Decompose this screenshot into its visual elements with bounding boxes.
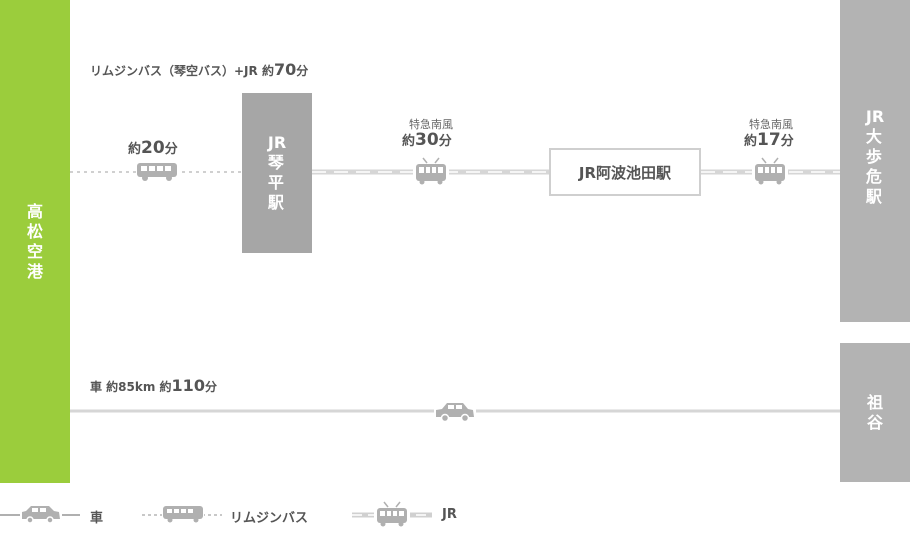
jr2-time-value: 17 — [757, 130, 781, 150]
bus-time-prefix: 約 — [128, 142, 142, 157]
dest-sub-column: 祖谷 — [840, 343, 910, 482]
route-car-title: 車 約85km 約110分 — [90, 376, 217, 395]
bus-time-unit: 分 — [164, 142, 178, 157]
dest-main-label-char: JR — [865, 107, 885, 126]
route-bus-jr-title-unit: 分 — [296, 64, 309, 78]
bus-segment-time: 約20分 — [128, 138, 178, 158]
legend-car-label: 車 — [90, 511, 104, 526]
dest-main-label-char: 歩 — [865, 147, 882, 166]
legend: 車 リムジンバス JR — [0, 500, 520, 530]
station-kotohira-label-char: 駅 — [267, 193, 284, 212]
origin-label-char: 高 — [26, 201, 43, 221]
station-kotohira-label-char: JR — [267, 133, 287, 152]
jr2-segment-time: 約17分 — [744, 130, 794, 150]
jr1-segment-time: 約30分 — [402, 130, 452, 150]
route-car-title-value: 110 — [171, 376, 205, 395]
dest-main-label-char: 大 — [865, 127, 882, 146]
bus-icon — [136, 162, 178, 182]
legend-jr-icon — [352, 501, 432, 528]
jr1-time-value: 30 — [415, 130, 439, 150]
bus-time-value: 20 — [141, 138, 165, 158]
dest-sub-label-char: 谷 — [866, 412, 883, 432]
route-bus-jr-title-prefix: リムジンバス（琴空バス）+JR 約 — [90, 64, 274, 78]
jr1-time-unit: 分 — [438, 134, 452, 149]
station-kotohira-label-char: 平 — [267, 173, 284, 192]
route-bus-jr-title-value: 70 — [273, 60, 297, 79]
origin-label-char: 港 — [26, 261, 43, 281]
jr2-time-prefix: 約 — [744, 134, 758, 149]
station-awaikeda-label: JR阿波池田駅 — [578, 163, 672, 182]
jr1-train-name: 特急南風 — [409, 118, 453, 131]
jr1-time-prefix: 約 — [402, 134, 416, 149]
legend-car-icon — [0, 504, 80, 524]
train-icon-2 — [752, 157, 788, 185]
dest-main-label-char: 危 — [865, 167, 882, 186]
route-car-title-prefix: 車 約85km 約 — [90, 380, 172, 394]
origin-label-char: 松 — [26, 221, 43, 241]
station-awaikeda: JR阿波池田駅 — [549, 148, 701, 196]
station-kotohira-label-char: 琴 — [267, 153, 284, 172]
origin-column: 高松空港 — [0, 0, 70, 483]
origin-label-char: 空 — [26, 241, 43, 261]
jr2-train-name: 特急南風 — [749, 118, 793, 131]
route-car-title-unit: 分 — [204, 380, 217, 394]
origin-label: 高松空港 — [27, 202, 43, 282]
jr2-time-unit: 分 — [780, 134, 794, 149]
legend-bus-icon — [142, 504, 222, 524]
legend-jr-label: JR — [442, 507, 457, 522]
dest-main-label-char: 駅 — [865, 187, 882, 206]
train-icon-1 — [413, 157, 449, 185]
dest-sub-label: 祖谷 — [867, 393, 883, 433]
car-icon — [434, 400, 476, 424]
legend-bus-label: リムジンバス — [230, 511, 309, 526]
route-bus-jr-title: リムジンバス（琴空バス）+JR 約70分 — [90, 60, 308, 79]
dest-sub-label-char: 祖 — [866, 392, 883, 412]
